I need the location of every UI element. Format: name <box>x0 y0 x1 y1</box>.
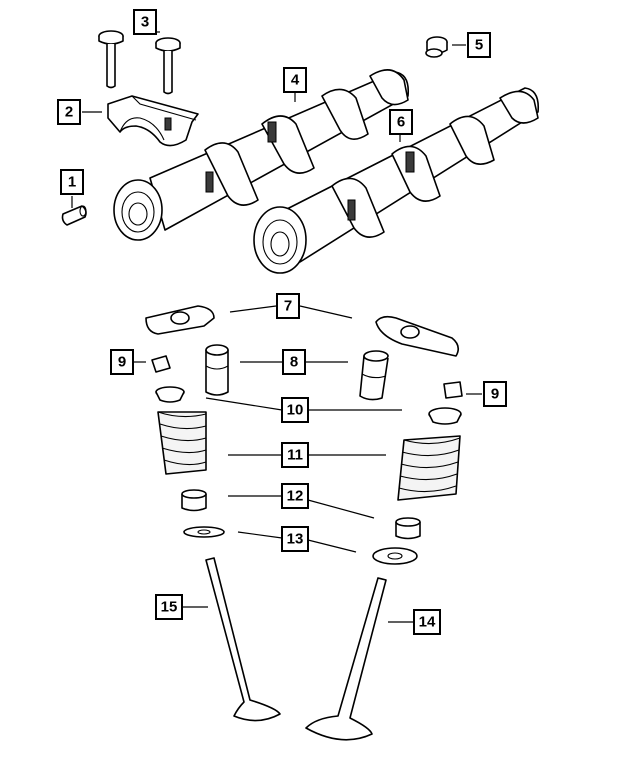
callout-7-label: 7 <box>284 298 292 315</box>
callout-3-label: 3 <box>141 14 149 31</box>
callout-9-left: 9 <box>110 349 134 375</box>
valve-keeper-left <box>151 355 171 373</box>
camshaft-cap-bolts <box>98 30 181 95</box>
camshaft-right <box>253 87 540 274</box>
callout-9-right: 9 <box>483 381 507 407</box>
spring-retainer-left <box>155 386 185 403</box>
valve-left <box>205 557 281 722</box>
valve-spring-left <box>157 411 207 475</box>
lash-adjuster-right <box>359 350 389 401</box>
callout-6: 6 <box>389 109 413 135</box>
callout-1-label: 1 <box>68 174 76 191</box>
lash-adjuster-left <box>205 344 229 396</box>
spring-seat-right <box>372 547 418 565</box>
leader-lines <box>71 31 482 623</box>
callout-5-label: 5 <box>475 37 483 54</box>
callout-10: 10 <box>281 397 309 423</box>
callout-4-label: 4 <box>291 72 300 89</box>
cam-plug <box>425 36 448 58</box>
camshaft-left <box>113 69 410 241</box>
callout-14: 14 <box>413 609 441 635</box>
dowel-pin <box>61 205 87 226</box>
spring-retainer-right <box>428 407 462 425</box>
callout-4: 4 <box>283 67 307 93</box>
callout-9-left-label: 9 <box>118 354 126 371</box>
callout-11: 11 <box>281 442 309 468</box>
callout-8: 8 <box>282 349 306 375</box>
callout-15-label: 15 <box>161 599 178 616</box>
callout-7: 7 <box>276 293 300 319</box>
rocker-arm-left <box>145 305 215 335</box>
callout-6-label: 6 <box>397 114 405 131</box>
callout-11-label: 11 <box>287 447 303 464</box>
callout-13: 13 <box>281 526 309 552</box>
callout-9-right-label: 9 <box>491 386 499 403</box>
callout-2-label: 2 <box>65 104 73 121</box>
callout-14-label: 14 <box>419 614 436 631</box>
bolt-left <box>98 30 124 89</box>
valve-keeper-right <box>443 381 463 399</box>
callout-8-label: 8 <box>290 354 298 371</box>
valve-right <box>305 577 387 741</box>
valve-stem-seal-left <box>181 489 207 512</box>
valve-stem-seal-right <box>395 517 421 540</box>
callout-12: 12 <box>281 483 309 509</box>
bolt-right <box>155 37 181 95</box>
callout-1: 1 <box>60 169 84 195</box>
callout-12-label: 12 <box>287 488 304 505</box>
callout-3: 3 <box>133 9 157 35</box>
camshaft-bearing-cap <box>107 95 199 147</box>
valve-spring-right <box>397 435 461 501</box>
callout-10-label: 10 <box>287 402 304 419</box>
callout-15: 15 <box>155 594 183 620</box>
callout-13-label: 13 <box>287 531 304 548</box>
rocker-arm-right <box>375 315 460 357</box>
callout-2: 2 <box>57 99 81 125</box>
spring-seat-left <box>183 526 225 538</box>
callout-5: 5 <box>467 32 491 58</box>
